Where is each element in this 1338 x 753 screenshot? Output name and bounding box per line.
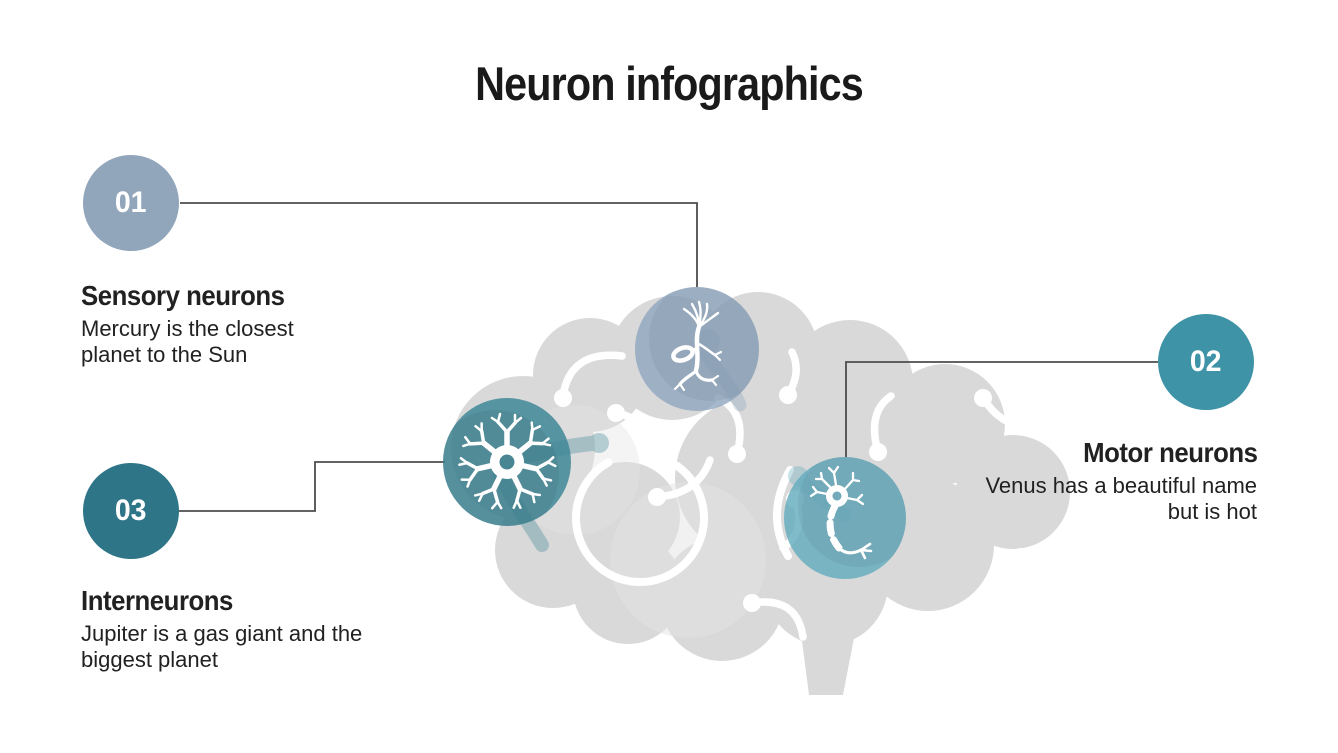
- sensory-neuron-icon: [671, 300, 723, 392]
- connector-lines: [179, 202, 1158, 512]
- step-circle-03: 03: [83, 463, 179, 559]
- interneuron-icon: [457, 414, 557, 512]
- heading-motor-neurons: Motor neurons: [1082, 437, 1258, 468]
- step-number-01: 01: [115, 186, 147, 219]
- synapse-squiggles: [559, 348, 1035, 641]
- heading-sensory-neurons: Sensory neurons: [81, 280, 285, 311]
- body-motor-neurons: Venus has a beautiful name but is hot: [985, 473, 1257, 524]
- step-number-02: 02: [1190, 345, 1222, 378]
- brain-stem: [798, 610, 858, 695]
- step-number-03: 03: [115, 494, 147, 527]
- synapse-dots: [554, 386, 1030, 612]
- connector-step-02: [845, 361, 1158, 457]
- motor-neuron-icon: [809, 465, 873, 560]
- body-sensory-neurons: Mercury is the closest planet to the Sun: [81, 316, 294, 367]
- heading-interneurons: Interneurons: [81, 585, 233, 616]
- step-circle-01: 01: [83, 155, 179, 251]
- connector-step-03: [179, 461, 445, 512]
- step-circle-02: 02: [1158, 314, 1254, 410]
- body-interneurons: Jupiter is a gas giant and the biggest p…: [81, 621, 363, 672]
- page-title: Neuron infographics: [475, 57, 864, 110]
- connector-step-01: [180, 202, 698, 287]
